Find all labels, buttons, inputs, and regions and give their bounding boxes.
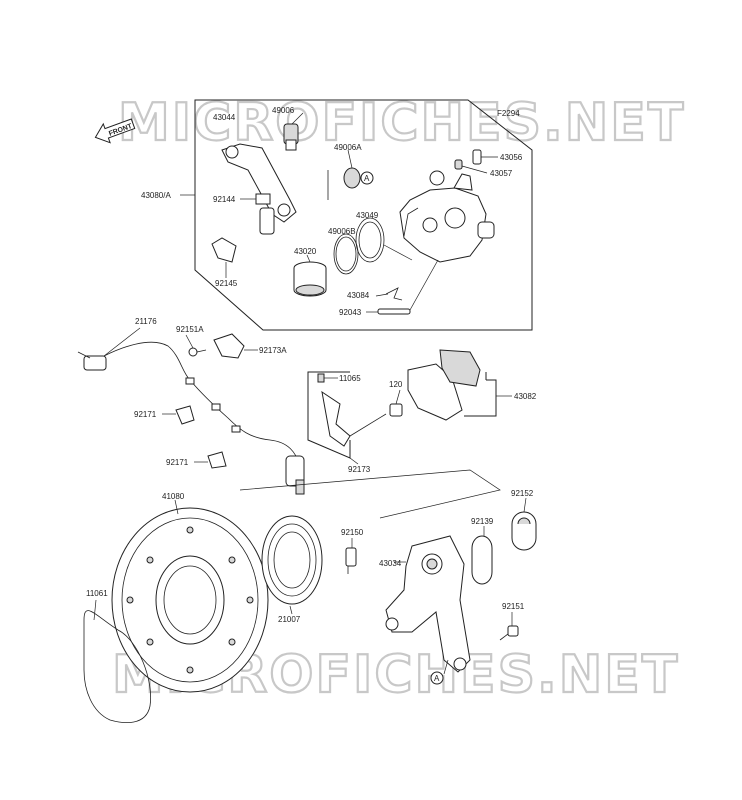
label-92145: 92145	[215, 279, 238, 288]
label-43044: 43044	[213, 113, 236, 122]
sensor-bracket-92173	[317, 373, 387, 447]
svg-text:A: A	[364, 174, 370, 183]
label-43056: 43056	[500, 153, 523, 162]
label-43034: 43034	[379, 559, 402, 568]
bolt-92144	[240, 193, 271, 205]
label-43082: 43082	[514, 392, 537, 401]
bolt-120	[389, 389, 403, 417]
label-92171-lower: 92171	[166, 458, 189, 467]
caliper-assembly-box	[194, 99, 533, 331]
label-92152: 92152	[511, 489, 534, 498]
pin-92043	[366, 308, 411, 315]
label-49006b: 49006B	[328, 227, 356, 236]
abs-sensor-harness-21176	[77, 341, 305, 495]
label-41080: 41080	[162, 492, 185, 501]
label-43080a: 43080/A	[141, 191, 171, 200]
label-49006a: 49006A	[334, 143, 362, 152]
label-92043: 92043	[339, 308, 362, 317]
clamp-92171-upper	[162, 405, 195, 425]
pin-43084	[375, 287, 403, 301]
label-92173: 92173	[348, 465, 371, 474]
label-11061: 11061	[86, 589, 108, 598]
bleed-cap-43057	[454, 159, 488, 174]
label-92171-upper: 92171	[134, 410, 157, 419]
svg-text:A: A	[434, 674, 440, 683]
bolt-92150	[345, 538, 357, 574]
brake-pads-43082	[407, 349, 512, 421]
label-92173a: 92173A	[259, 346, 287, 355]
label-43057: 43057	[490, 169, 513, 178]
label-92150: 92150	[341, 528, 364, 537]
seal-43049	[355, 217, 385, 263]
clamp-92171-lower	[194, 451, 227, 469]
clamp-92173a	[213, 333, 258, 359]
brake-disc-41080	[111, 507, 269, 693]
seal-49006b	[333, 233, 359, 275]
pin-49006	[283, 123, 299, 151]
label-43084: 43084	[347, 291, 370, 300]
label-92139: 92139	[471, 517, 494, 526]
gasket-11061	[83, 610, 152, 724]
label-92144: 92144	[213, 195, 236, 204]
ref-mark-a-top: A	[360, 171, 374, 185]
bolt-92151a	[185, 334, 207, 357]
boot-49006a	[327, 167, 361, 200]
label-92151a: 92151A	[176, 325, 204, 334]
caliper-body	[399, 170, 495, 263]
label-120: 120	[389, 380, 403, 389]
assembly-leader	[239, 469, 501, 519]
label-21176: 21176	[135, 317, 157, 326]
piston-43020	[293, 261, 327, 297]
label-43020: 43020	[294, 247, 317, 256]
label-21007: 21007	[278, 615, 301, 624]
label-92151: 92151	[502, 602, 525, 611]
bushing-92152	[511, 497, 537, 551]
diagram-code: F2294	[497, 109, 520, 118]
label-43049: 43049	[356, 211, 379, 220]
label-11065: 11065	[339, 374, 361, 383]
clip-92145	[211, 237, 237, 278]
ref-mark-a-bottom: A	[430, 671, 444, 685]
collar-92139	[471, 526, 493, 585]
abs-rotor-21007	[261, 515, 323, 605]
label-49006: 49006	[272, 106, 295, 115]
bolt-92151	[499, 612, 519, 641]
bleed-screw-43056	[472, 149, 498, 165]
watermark-top: MICROFICHES.NET	[118, 93, 685, 153]
caliper-bracket-43044	[221, 143, 297, 235]
caliper-bracket-43034	[385, 535, 471, 673]
